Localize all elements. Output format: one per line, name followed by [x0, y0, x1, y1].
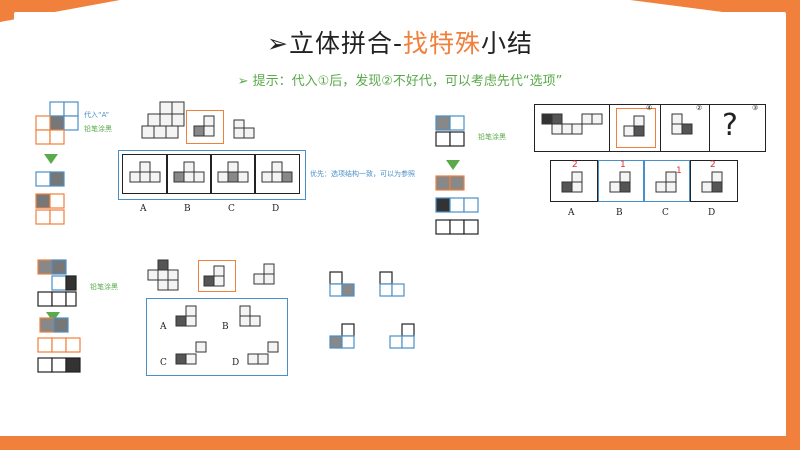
figure-piece-2: [233, 119, 255, 139]
left-cube-stack-1: [35, 101, 79, 145]
option-label-a: A: [140, 204, 147, 214]
right-option-b[interactable]: [598, 160, 644, 202]
count-d: 2: [710, 160, 716, 170]
down-arrow-icon: [46, 312, 60, 322]
hint-text: ➢ 提示：代入①后，发现②不好代，可以考虑先代“选项”: [237, 74, 563, 89]
figure-main-cubes: [141, 101, 185, 139]
right-option-a[interactable]: [550, 160, 598, 202]
count-a: 2: [572, 160, 578, 170]
color-cubes-2: [379, 271, 405, 297]
label-qianbi-3: 铅笔涂黑: [90, 283, 118, 291]
side-bar: [786, 0, 800, 450]
question-shape-3: [671, 113, 693, 135]
right-option-shape-d: [701, 171, 723, 193]
question-cell-3: [660, 104, 710, 152]
label-dairu-a: 代入“A”: [84, 111, 110, 119]
right-option-d[interactable]: [690, 160, 738, 202]
option-shape-b: [173, 161, 205, 183]
lower-option-label-b: B: [222, 322, 229, 332]
lower-option-label-a: A: [160, 322, 167, 332]
color-cubes-3: [329, 323, 355, 349]
label-youxian: 优先：选项结构一致，可以为参照: [310, 170, 415, 178]
right-option-shape-a: [561, 171, 583, 193]
option-shape-c: [217, 161, 249, 183]
right-option-label-a: A: [568, 208, 575, 218]
down-arrow-icon: [44, 154, 58, 164]
right-cube-stack-2: [435, 175, 479, 235]
right-cube-stack-1: [435, 115, 465, 147]
bottom-bar: [0, 436, 800, 450]
lower-option-shape-a: [175, 305, 197, 327]
title-bullet: ➢: [266, 29, 289, 58]
lower-figure-main: [147, 259, 179, 291]
question-cell-highlight: [616, 108, 656, 148]
lower-option-shape-b: [239, 305, 261, 327]
figure-piece-1: [193, 115, 215, 137]
color-cubes-4: [389, 323, 415, 349]
number-4-mark: ④: [646, 104, 653, 112]
down-arrow-icon: [446, 160, 460, 170]
label-qianbi-1: 铅笔涂黑: [84, 125, 112, 133]
count-b: 1: [620, 160, 626, 170]
lower-highlight-box: [198, 260, 236, 292]
lower-piece-1: [203, 265, 225, 287]
title-prefix: 立体拼合-: [288, 29, 403, 58]
option-shape-a: [129, 161, 161, 183]
question-mark-icon: ?: [722, 108, 738, 143]
right-option-shape-b: [609, 171, 631, 193]
question-shape-1: [541, 113, 603, 135]
lower-cube-stack-2: [37, 317, 81, 373]
lower-option-label-c: C: [160, 358, 167, 368]
option-cell-b[interactable]: [166, 154, 212, 194]
lower-options-box: [146, 298, 288, 376]
color-cubes-1: [329, 271, 355, 297]
slide-panel: [14, 12, 786, 434]
label-qianbi-2: 铅笔涂黑: [478, 133, 506, 141]
number-2-mark: ②: [696, 104, 703, 112]
lower-option-label-d: D: [232, 358, 240, 368]
question-shape-2: [623, 115, 645, 137]
highlighted-piece-box: [186, 110, 224, 144]
right-option-label-c: C: [662, 208, 669, 218]
lower-cube-stack-1: [37, 259, 77, 307]
lower-piece-2: [253, 263, 275, 285]
lower-option-shape-c: [175, 341, 207, 365]
title-highlight: 找特殊: [402, 29, 481, 58]
question-cell-1: [534, 104, 610, 152]
option-shape-d: [261, 161, 293, 183]
lower-option-shape-d: [247, 341, 279, 365]
option-label-c: C: [228, 204, 235, 214]
option-label-d: D: [272, 204, 280, 214]
left-cube-stack-2: [35, 171, 65, 225]
slide-title: ➢立体拼合-找特殊小结: [0, 24, 800, 60]
option-label-b: B: [184, 204, 191, 214]
option-cell-c[interactable]: [210, 154, 256, 194]
right-option-label-b: B: [616, 208, 623, 218]
right-option-c[interactable]: [644, 160, 690, 202]
number-3-mark: ③: [752, 104, 759, 112]
option-cell-a[interactable]: [122, 154, 168, 194]
right-option-shape-c: [655, 171, 677, 193]
title-suffix: 小结: [480, 29, 533, 58]
options-box-mid: [118, 150, 306, 200]
option-cell-d[interactable]: [254, 154, 300, 194]
count-c: 1: [676, 166, 682, 176]
right-option-label-d: D: [708, 208, 716, 218]
